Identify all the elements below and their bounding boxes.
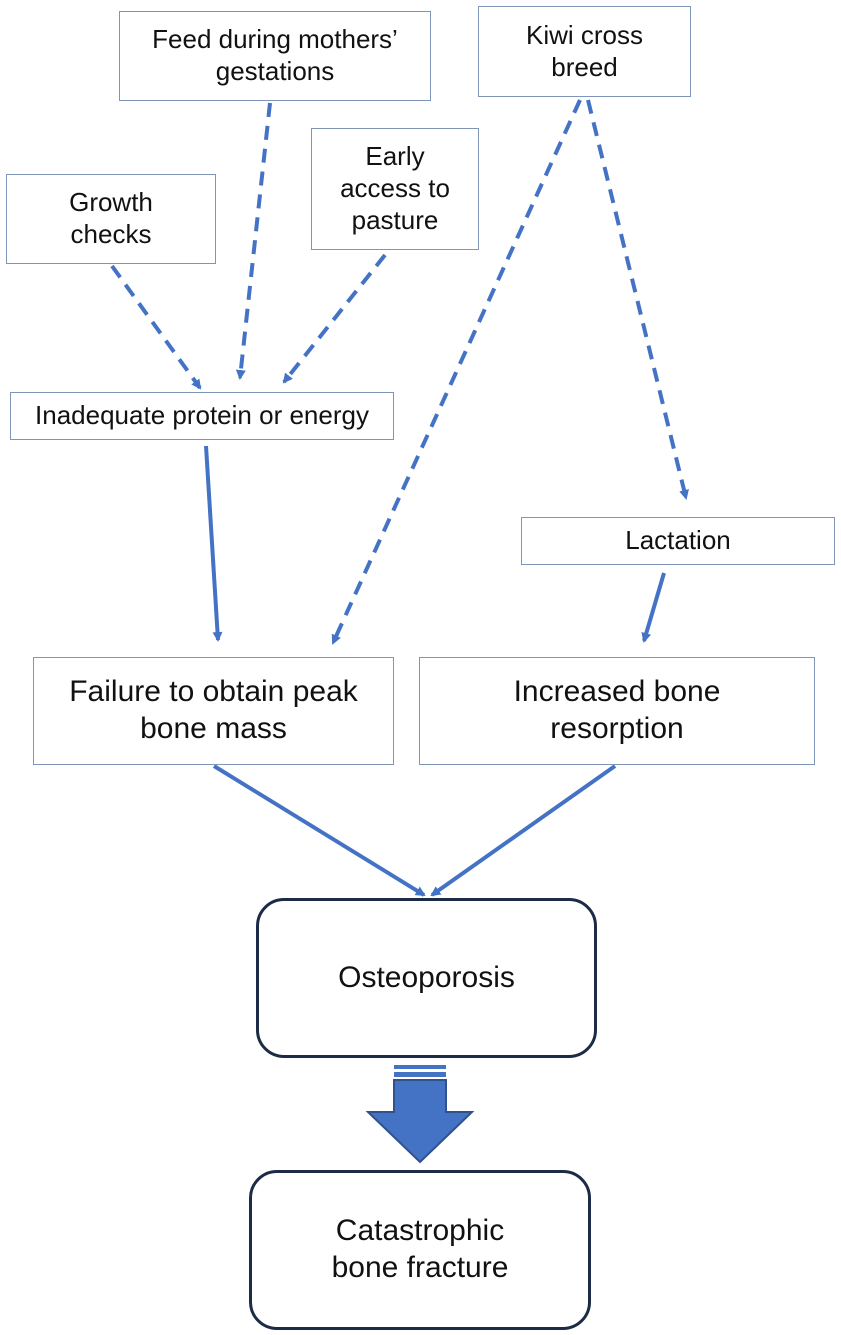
edge-lactation-to-resorption [641, 572, 666, 643]
node-lactation: Lactation [521, 517, 835, 565]
node-fracture-label: Catastrophic bone fracture [331, 1214, 509, 1284]
node-early-label: Early access to pasture [340, 141, 450, 235]
node-growth-label: Growth checks [69, 187, 153, 249]
block-arrow-osteoporosis-to-fracture [365, 1065, 475, 1164]
node-feed-label: Feed during mothers’ gestations [152, 24, 398, 86]
edge-resorption-to-osteoporosis [430, 764, 617, 897]
node-osteoporosis: Osteoporosis [256, 898, 597, 1058]
node-failure-label: Failure to obtain peak bone mass [69, 675, 358, 745]
node-kiwi-label: Kiwi cross breed [525, 19, 643, 82]
node-resorption-label: Increased bone resorption [513, 675, 721, 745]
node-feed-during-gestations: Feed during mothers’ gestations [119, 11, 431, 101]
edge-feed-to-inadequate [235, 102, 272, 380]
edge-early-to-inadequate [282, 253, 387, 384]
edge-failure-to-osteoporosis [212, 764, 426, 897]
node-growth-checks: Growth checks [6, 174, 216, 264]
edge-growth-to-inadequate [110, 264, 202, 390]
node-early-access-pasture: Early access to pasture [311, 128, 479, 250]
node-osteoporosis-label: Osteoporosis [338, 960, 515, 994]
edge-kiwi-to-lactation [586, 99, 689, 500]
node-inadequate-label: Inadequate protein or energy [35, 400, 369, 431]
node-failure-peak-bone-mass: Failure to obtain peak bone mass [33, 657, 394, 765]
node-inadequate-protein-energy: Inadequate protein or energy [10, 392, 394, 440]
edge-inadequate-to-failure [204, 445, 223, 642]
node-increased-bone-resorption: Increased bone resorption [419, 657, 815, 765]
node-catastrophic-bone-fracture: Catastrophic bone fracture [249, 1170, 591, 1330]
node-lactation-label: Lactation [625, 525, 731, 556]
node-kiwi-cross-breed: Kiwi cross breed [478, 6, 691, 97]
edge-kiwi-to-failure [331, 99, 582, 645]
